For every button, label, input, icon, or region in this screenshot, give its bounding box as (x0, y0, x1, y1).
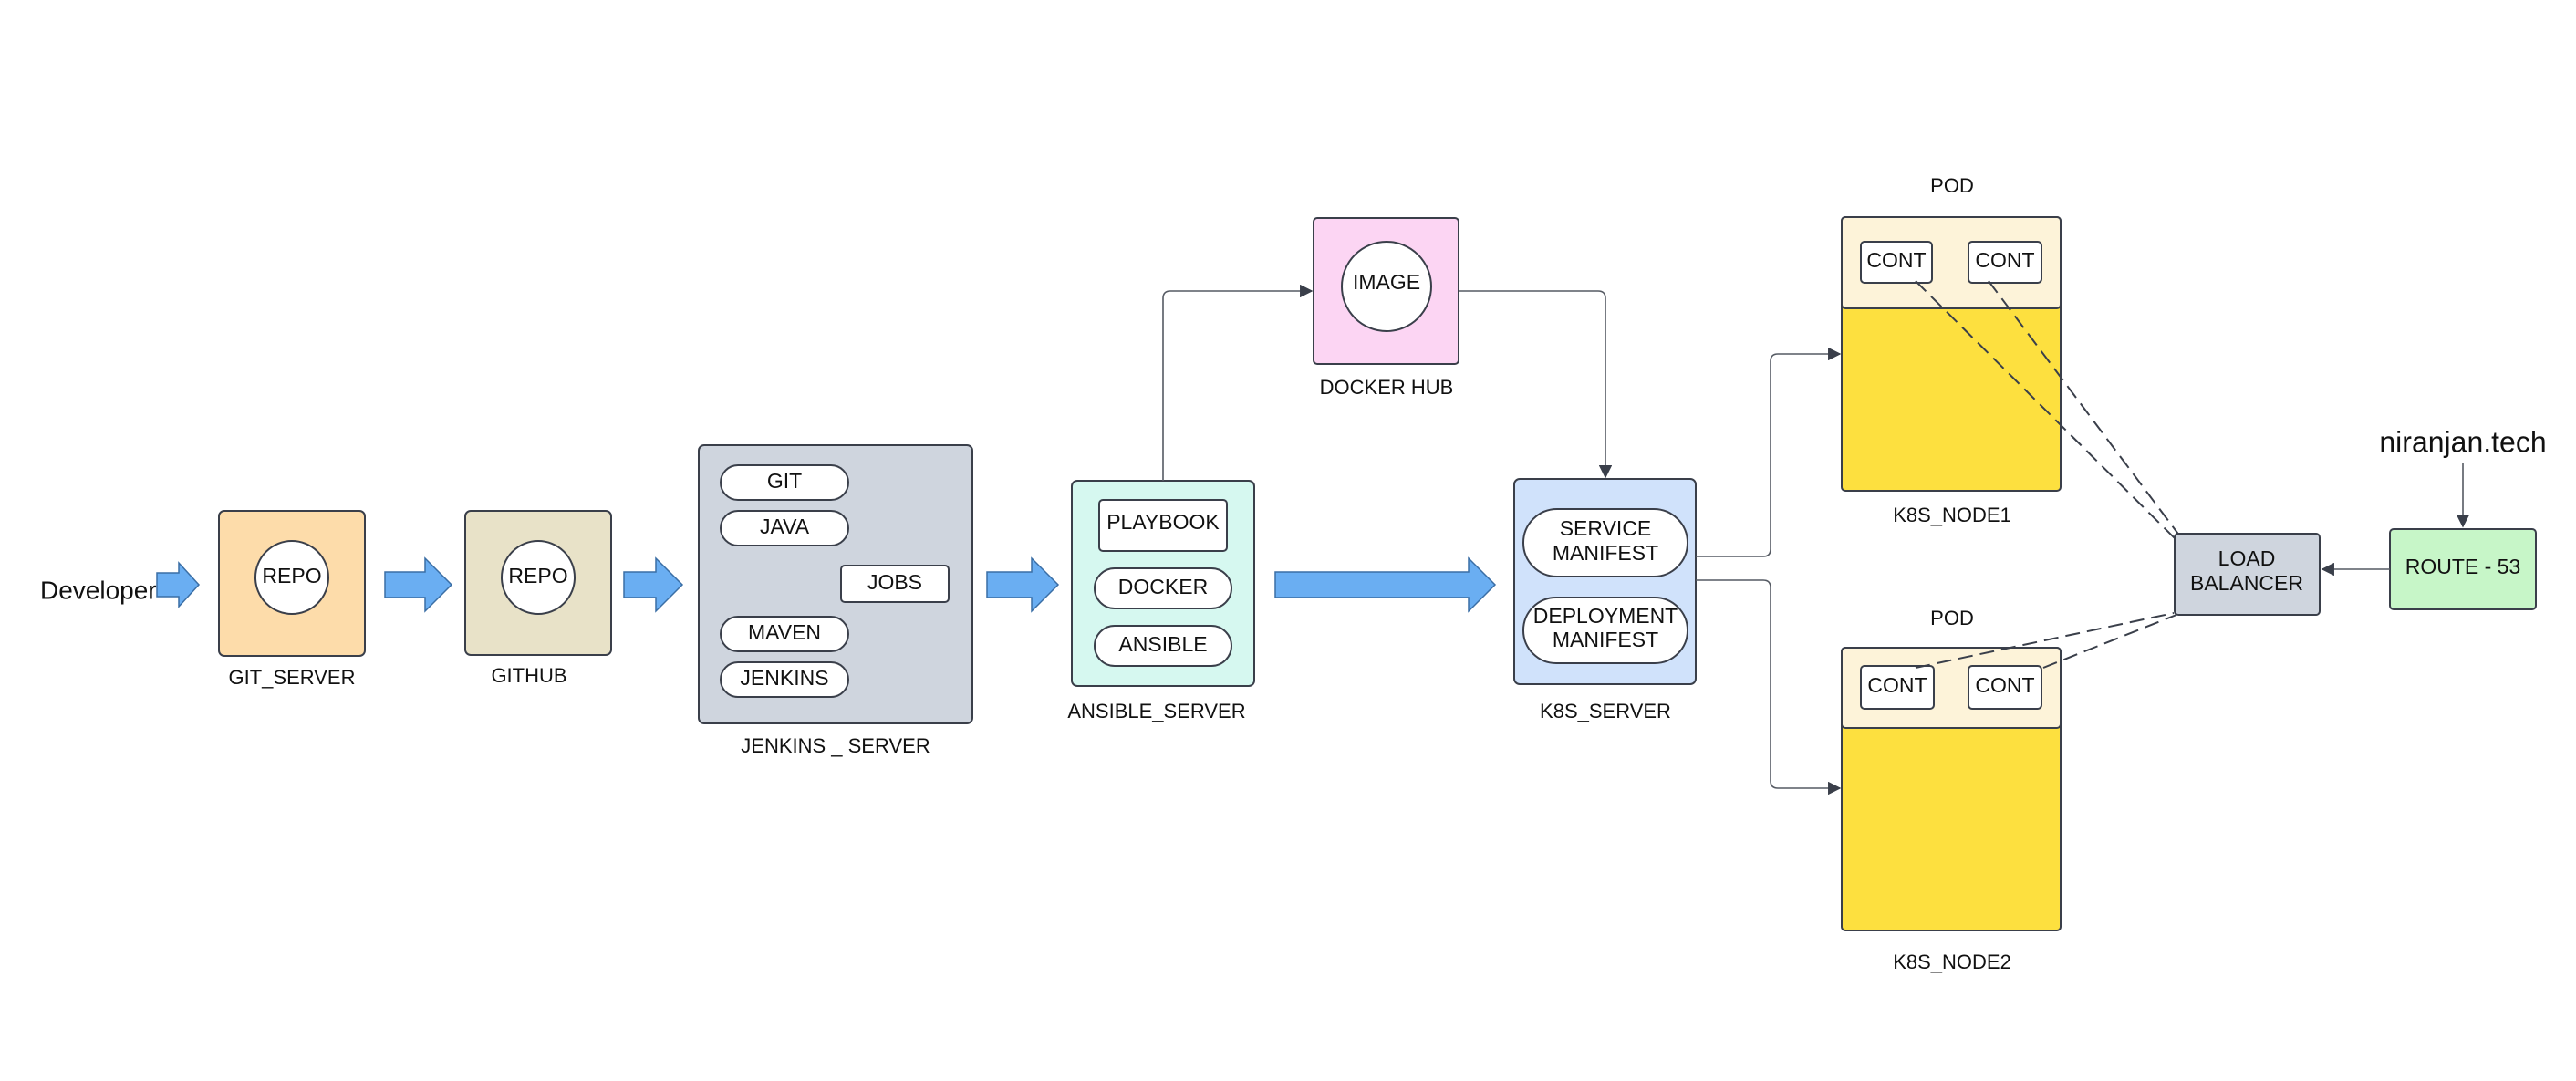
jenkins-item-git (720, 464, 849, 501)
node1-label: K8S_NODE1 (1893, 504, 2011, 526)
flow-arrow-github-jenkins (623, 556, 684, 613)
load-balancer-box (2174, 533, 2321, 616)
ansible-server-label: ANSIBLE_SERVER (1067, 700, 1245, 722)
docker-hub-label: DOCKER HUB (1320, 376, 1454, 399)
pod-label: POD (1930, 174, 1974, 197)
service-manifest-line1: SERVICE (1560, 516, 1652, 540)
deployment-manifest-line1: DEPLOYMENT (1533, 604, 1678, 628)
node2-label: K8S_NODE2 (1893, 951, 2011, 973)
deployment-manifest-line2: MANIFEST (1553, 628, 1658, 651)
image-label: IMAGE (1353, 270, 1420, 294)
container-box (1860, 241, 1933, 284)
flow-arrow-git-github (384, 556, 453, 613)
repo-circle (501, 540, 576, 615)
flow-arrow-developer-git (156, 561, 201, 608)
dashed-link-node2-cont-b (2042, 614, 2177, 669)
container-label: CONT (1867, 673, 1927, 697)
k8s-node1: POD CONT CONT K8S_NODE1 (1841, 174, 2062, 526)
jenkins-item-jobs-label: JOBS (867, 570, 922, 594)
jenkins-server: GIT JAVA JOBS MAVEN JENKINS JENKINS _ SE… (698, 444, 973, 757)
k8s-server: SERVICE MANIFEST DEPLOYMENT MANIFEST K8S… (1513, 478, 1697, 722)
jenkins-item-jenkins-label: JENKINS (740, 666, 828, 690)
repo-circle (254, 540, 329, 615)
jenkins-item-java (720, 510, 849, 546)
deployment-manifest (1522, 597, 1688, 664)
connector-k8s-to-node2 (1696, 579, 1842, 795)
k8s-server-label: K8S_SERVER (1540, 700, 1671, 722)
jenkins-item-jobs (840, 565, 950, 603)
load-balancer: LOAD BALANCER (2174, 533, 2321, 616)
image-circle (1341, 241, 1432, 332)
repo-label: REPO (508, 564, 567, 587)
ansible-server: PLAYBOOK DOCKER ANSIBLE ANSIBLE_SERVER (1067, 480, 1255, 722)
git-server: REPO GIT_SERVER (218, 510, 366, 689)
jenkins-server-label: JENKINS _ SERVER (741, 734, 930, 757)
container-label: CONT (1866, 248, 1926, 272)
ansible-item-docker (1094, 567, 1232, 609)
ansible-item-ansible (1094, 625, 1232, 667)
jenkins-item-git-label: GIT (767, 469, 802, 493)
service-manifest (1522, 508, 1688, 577)
dashed-link-node2-cont-a (1915, 612, 2175, 669)
container-label: CONT (1975, 673, 2034, 697)
load-balancer-line2: BALANCER (2190, 571, 2303, 595)
route53-label: ROUTE - 53 (2405, 555, 2521, 578)
ansible-item-playbook (1098, 499, 1228, 552)
git-server-label: GIT_SERVER (229, 666, 356, 689)
developer-label: Developer (40, 576, 157, 604)
jenkins-item-maven-label: MAVEN (748, 620, 821, 644)
dashed-link-node1-cont-a (1915, 280, 2177, 541)
connector-dockerhub-to-k8s (1459, 290, 1613, 479)
pod-label: POD (1930, 607, 1974, 629)
node1-pod (1841, 216, 2062, 309)
load-balancer-line1: LOAD (2218, 546, 2276, 570)
connector-k8s-to-node1 (1696, 347, 1842, 557)
container-box (1860, 665, 1935, 710)
dashed-link-node1-cont-b (1988, 280, 2181, 537)
connector-ansible-to-dockerhub (1162, 284, 1314, 481)
ansible-item-playbook-label: PLAYBOOK (1106, 510, 1220, 534)
container-label: CONT (1975, 248, 2034, 272)
ansible-item-docker-label: DOCKER (1118, 575, 1208, 598)
service-manifest-line2: MANIFEST (1553, 541, 1658, 565)
ansible-item-ansible-label: ANSIBLE (1118, 632, 1207, 656)
jenkins-item-maven (720, 616, 849, 652)
flow-arrow-ansible-k8s (1274, 556, 1497, 613)
k8s-node2: POD CONT CONT K8S_NODE2 (1841, 607, 2062, 973)
github-label: GITHUB (491, 664, 566, 687)
repo-label: REPO (262, 564, 321, 587)
docker-hub: IMAGE DOCKER HUB (1313, 217, 1459, 399)
route53: ROUTE - 53 (2389, 528, 2537, 610)
flow-arrow-jenkins-ansible (986, 556, 1060, 613)
domain-label: niranjan.tech (2379, 425, 2546, 458)
jenkins-item-jenkins (720, 661, 849, 698)
github: REPO GITHUB (464, 510, 612, 687)
jenkins-item-java-label: JAVA (760, 515, 810, 538)
container-box (1968, 241, 2042, 284)
container-box (1968, 665, 2042, 710)
